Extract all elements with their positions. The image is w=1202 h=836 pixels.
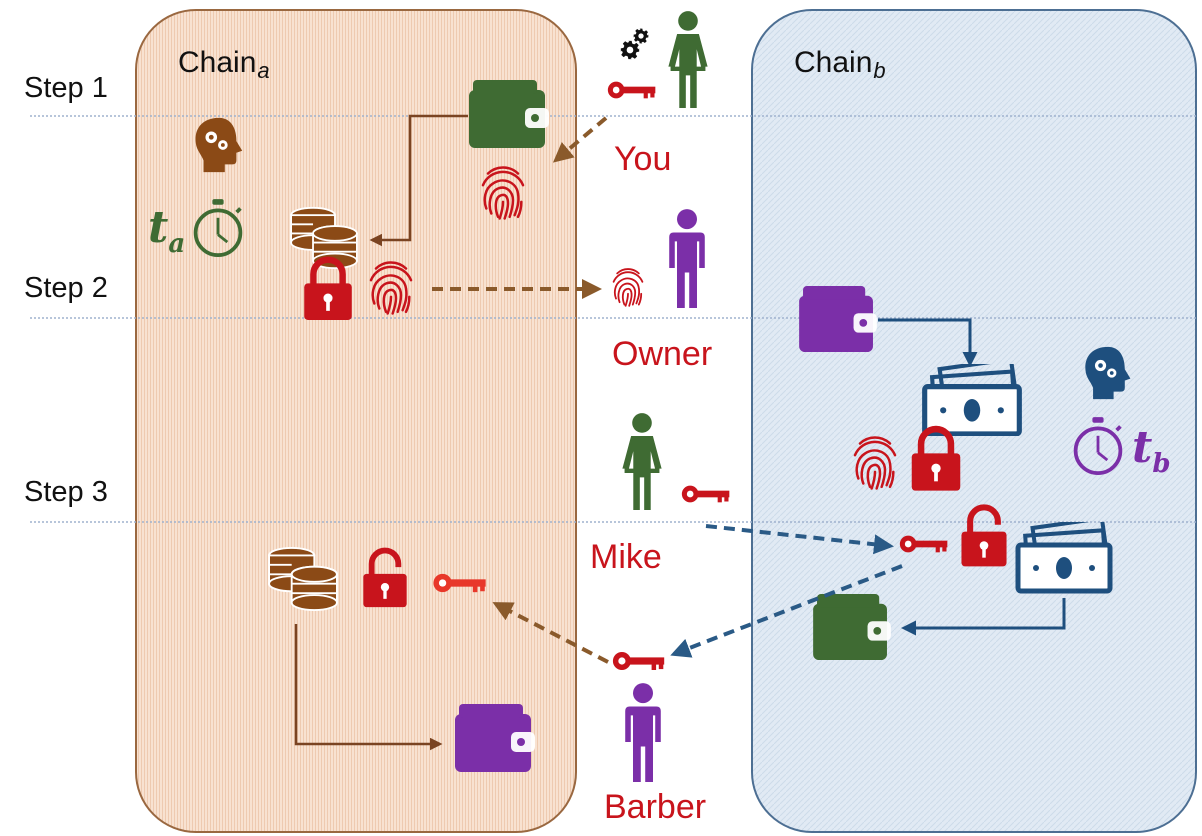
wallet-icon [455,704,535,772]
wallet-icon [469,80,549,148]
timer-a-subscript: a [168,229,186,259]
participant-you: You [614,140,672,178]
fingerprint-icon [612,268,644,307]
wallet-icon [813,594,891,661]
mike-to-key-arrow [705,524,894,555]
gears-icon [620,28,649,60]
chain-b-name: Chain [794,46,873,79]
key-icon [612,652,665,670]
participant-barber: Barber [604,788,707,826]
you-to-fingerprint-arrow [552,116,608,163]
person-icon [668,11,708,108]
key-icon [681,485,730,503]
timer-a-symbol: t [148,202,169,253]
chain-a-name: Chain [178,46,257,79]
barber-to-key-arrow [492,602,609,664]
step-1-label: Step 1 [24,72,108,104]
person-icon [669,209,705,308]
wallet-to-coins-arrow [369,114,468,247]
chain-b-subscript: b [873,58,886,83]
chain-a-title: Chaina [178,48,270,82]
timer-b-subscript: b [1152,449,1171,479]
key-icon [607,81,656,99]
timer-b-symbol: t [1132,422,1153,473]
coins-to-wallet-arrow [294,624,443,751]
step-3-label: Step 3 [24,476,108,508]
wallet-icon [799,286,877,353]
wallet-to-bills-arrow [878,318,978,367]
chain-a-subscript: a [257,58,270,83]
participant-mike: Mike [590,538,662,576]
participant-owner: Owner [612,335,713,373]
chain-b-title: Chainb [794,48,886,82]
timer-a-label: ta [148,206,186,259]
timer-b-label: tb [1132,426,1171,479]
chain-a-panel [135,9,577,833]
bills-to-wallet-arrow [901,598,1066,636]
person-icon [625,683,661,782]
key-to-barber-arrow [670,564,903,658]
person-icon [622,413,662,510]
step-2-label: Step 2 [24,272,108,304]
